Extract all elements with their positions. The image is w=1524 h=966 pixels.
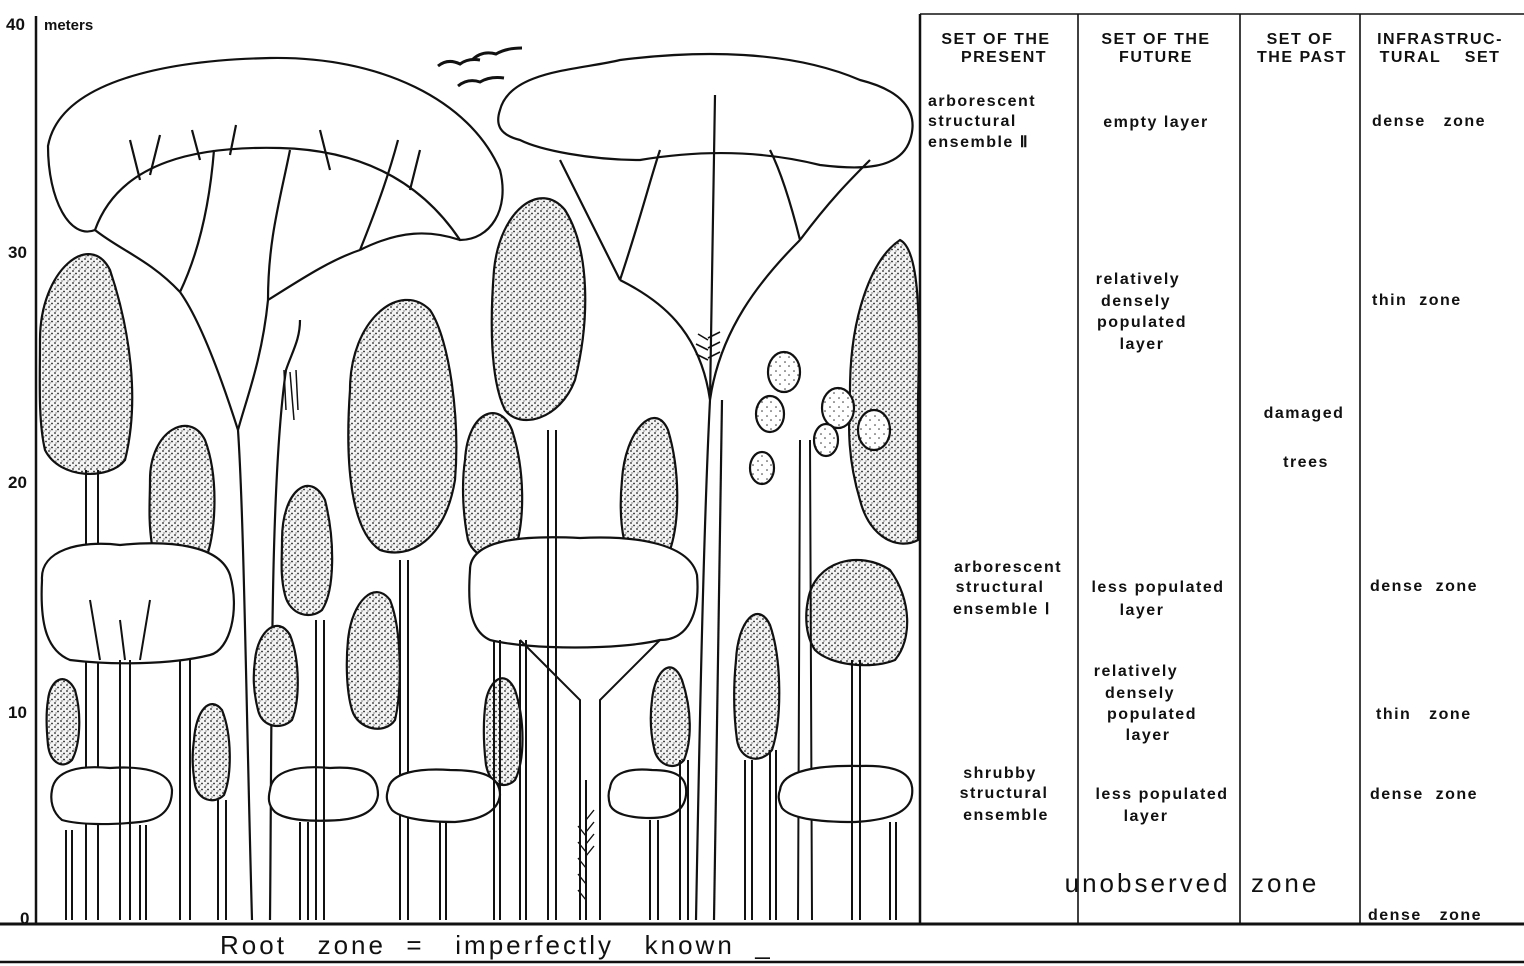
table-header: SET OF THE PRESENT SET OF THE FUTURE SET…	[941, 31, 1503, 66]
header-infra-line1: INFRASTRUC-	[1377, 31, 1503, 48]
past-damaged-line2: trees	[1283, 454, 1329, 471]
future-less-upper-line1: less populated	[1091, 579, 1224, 596]
future-dense-upper-line2: densely	[1101, 293, 1171, 310]
present-column: arborescent structural ensemble Ⅱ arbore…	[928, 93, 1062, 824]
future-dense-lower-line3: populated	[1107, 706, 1197, 723]
header-infra-line2: TURAL SET	[1380, 49, 1501, 66]
infra-zone-5: dense zone	[1370, 786, 1478, 803]
future-dense-upper-line1: relatively	[1096, 271, 1180, 288]
present-ens1-line2: structural	[956, 579, 1045, 596]
present-ens1-line3: ensemble Ⅰ	[953, 601, 1051, 618]
future-dense-upper-line4: layer	[1120, 336, 1165, 353]
header-present-line1: SET OF THE	[941, 31, 1050, 48]
header-past-line1: SET OF	[1267, 31, 1334, 48]
future-less-lower-line1: less populated	[1095, 786, 1228, 803]
future-dense-upper-line3: populated	[1097, 314, 1187, 331]
present-shrubby-line3: ensemble	[963, 807, 1049, 824]
infra-zone-4: thin zone	[1376, 706, 1472, 723]
future-empty-layer: empty layer	[1103, 114, 1208, 131]
future-column: empty layer relatively densely populated…	[1091, 114, 1228, 825]
tick-label-30: 30	[8, 243, 27, 262]
present-shrubby-line1: shrubby	[963, 765, 1037, 782]
past-damaged-line1: damaged	[1264, 405, 1345, 422]
future-dense-lower-line2: densely	[1105, 685, 1175, 702]
present-ens1-line1: arborescent	[954, 559, 1062, 576]
dense-mid-crowns	[150, 413, 780, 920]
future-less-upper-line2: layer	[1120, 602, 1165, 619]
header-future-line2: FUTURE	[1119, 49, 1193, 66]
infra-zone-3: dense zone	[1370, 578, 1478, 595]
future-dense-lower-line4: layer	[1126, 727, 1171, 744]
infra-zone-6: dense zone	[1368, 907, 1482, 924]
future-less-lower-line2: layer	[1124, 808, 1169, 825]
present-ens2-line2: structural	[928, 113, 1017, 130]
axis-unit-label: meters	[44, 17, 93, 34]
past-column: damaged trees	[1264, 405, 1345, 471]
header-past-line2: THE PAST	[1257, 49, 1347, 66]
present-ens2-line3: ensemble Ⅱ	[928, 134, 1029, 151]
birds-icon	[438, 48, 522, 86]
present-ens2-line1: arborescent	[928, 93, 1036, 110]
header-future-line1: SET OF THE	[1101, 31, 1210, 48]
tick-label-20: 20	[8, 473, 27, 492]
infra-zone-2: thin zone	[1372, 292, 1462, 309]
root-zone-footer: Root zone = imperfectly known _	[220, 930, 773, 960]
infrastructural-column: dense zone thin zone dense zone thin zon…	[1368, 113, 1486, 924]
present-shrubby-line2: structural	[960, 785, 1049, 802]
forest-illustration	[40, 48, 919, 920]
unobserved-zone-label: unobserved zone	[1065, 868, 1320, 898]
header-present-line2: PRESENT	[961, 49, 1047, 66]
infra-zone-1: dense zone	[1372, 113, 1486, 130]
future-dense-lower-line1: relatively	[1094, 663, 1178, 680]
structure-table: SET OF THE PRESENT SET OF THE FUTURE SET…	[920, 14, 1524, 924]
tick-label-10: 10	[8, 703, 27, 722]
tick-label-40: 40	[6, 15, 25, 34]
white-crowns-middle	[42, 537, 913, 824]
